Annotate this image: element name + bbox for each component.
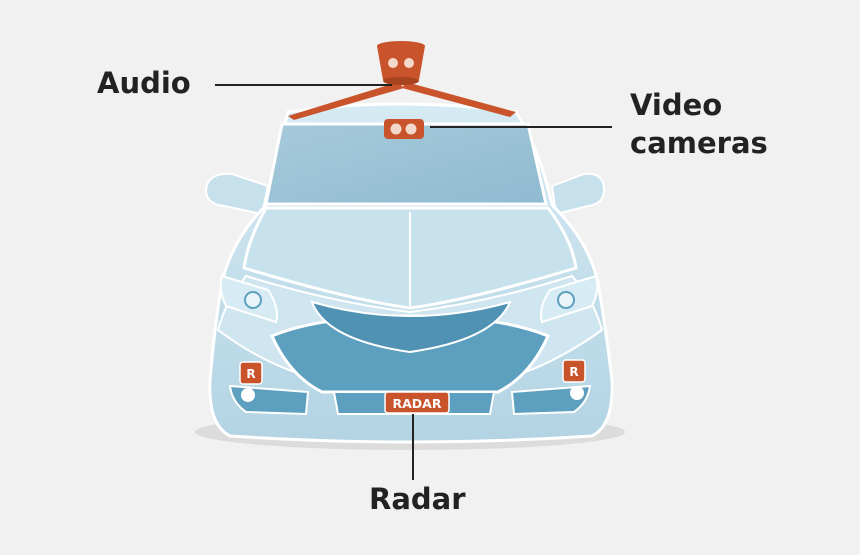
right-fog-lamp xyxy=(570,386,584,400)
radar-label: Radar xyxy=(369,482,466,516)
roof-strap-left xyxy=(288,82,404,120)
video-camera-unit xyxy=(384,119,424,139)
left-radar-badge: R xyxy=(239,361,263,385)
audio-sensor xyxy=(377,41,425,85)
left-fog-lamp xyxy=(241,388,255,402)
upper-grille xyxy=(310,300,512,354)
right-headlight-lamp xyxy=(557,291,575,309)
right-mirror xyxy=(550,172,606,216)
roof-strap-right xyxy=(402,82,516,117)
right-radar-badge: R xyxy=(562,359,586,383)
radar-plate-text: RADAR xyxy=(393,396,442,411)
audio-label: Audio xyxy=(97,66,191,100)
video-cameras-label: Video cameras xyxy=(630,88,768,160)
right-radar-text: R xyxy=(569,365,578,379)
left-mirror xyxy=(204,172,270,216)
left-fog-intake xyxy=(228,384,310,416)
windshield xyxy=(264,122,548,206)
left-radar-text: R xyxy=(246,367,255,381)
radar-plate-badge: RADAR xyxy=(384,391,450,414)
left-headlight-lamp xyxy=(244,291,262,309)
